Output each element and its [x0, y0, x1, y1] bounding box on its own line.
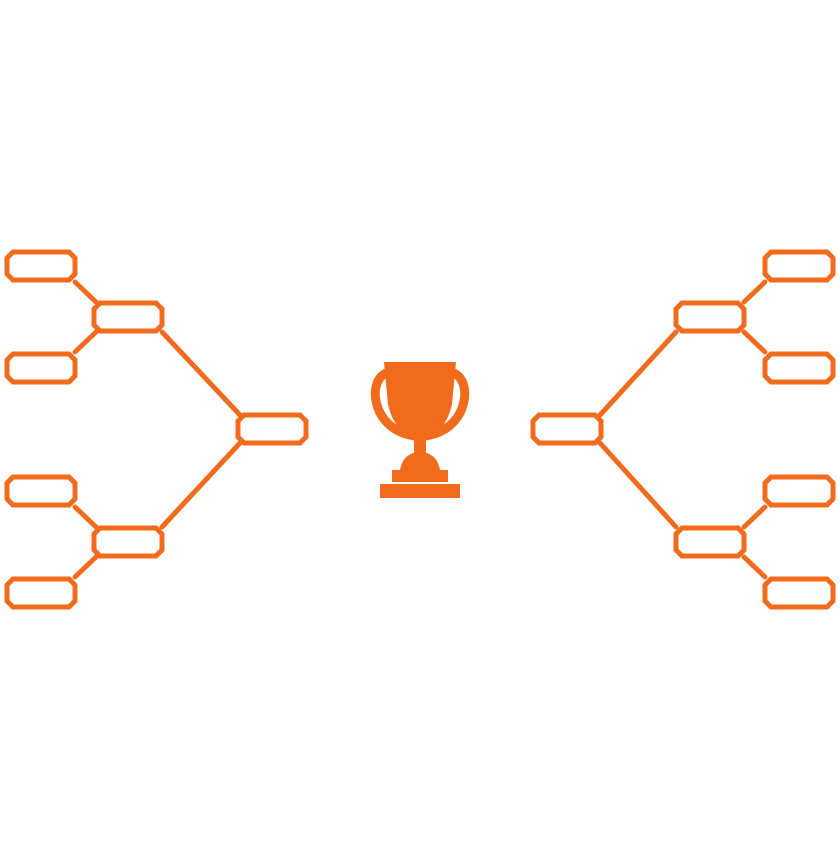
connector-left-r1-4	[72, 554, 99, 580]
bracket-slot-right-round1-1	[762, 249, 836, 283]
connector-left-r1-1	[72, 279, 99, 305]
connector-right-r2-2	[597, 440, 679, 530]
bracket-slot-right-round2-1	[673, 300, 747, 334]
connector-right-r1-3	[741, 504, 768, 530]
trophy-rim	[386, 362, 454, 372]
connector-left-r2-1	[159, 329, 243, 418]
trophy-icon	[370, 362, 470, 498]
connector-right-r1-1	[741, 279, 768, 305]
connector-right-r2-1	[597, 329, 679, 418]
trophy-base-lower	[380, 484, 460, 498]
bracket-slot-right-final	[530, 412, 604, 446]
connector-left-r1-2	[72, 329, 99, 355]
trophy-handles	[370, 367, 470, 441]
connector-right-r1-2	[741, 329, 768, 355]
connector-left-r1-3	[72, 504, 99, 530]
bracket-slot-right-round2-2	[673, 525, 747, 559]
bracket-slot-left-round1-2	[4, 351, 78, 385]
bracket-slot-right-round1-3	[762, 474, 836, 508]
bracket-connectors	[72, 279, 768, 580]
trophy-cup	[384, 362, 456, 440]
bracket-slot-left-round1-1	[4, 249, 78, 283]
bracket-slot-left-round1-3	[4, 474, 78, 508]
bracket-slot-right-round1-2	[762, 351, 836, 385]
bracket-slot-left-round1-4	[4, 576, 78, 610]
trophy-neck	[400, 452, 440, 470]
bracket-slot-left-round2-1	[91, 300, 165, 334]
trophy-base-upper	[392, 470, 448, 482]
bracket-slot-right-round1-4	[762, 576, 836, 610]
trophy-stem	[414, 438, 426, 454]
bracket-slot-left-round2-2	[91, 525, 165, 559]
bracket-slots	[4, 249, 836, 610]
connector-left-r2-2	[159, 440, 243, 530]
bracket-slot-left-final	[235, 412, 309, 446]
connector-right-r1-4	[741, 554, 768, 580]
